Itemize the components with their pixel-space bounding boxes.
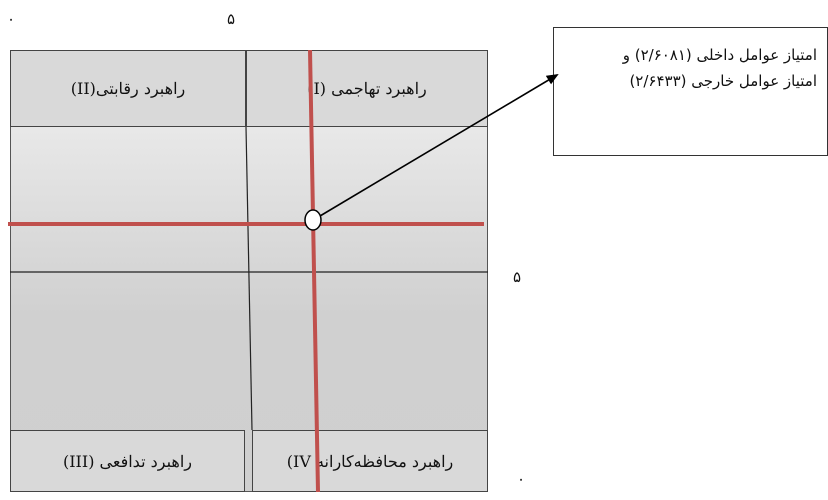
scale-label-top-left: ۰ bbox=[7, 10, 16, 28]
pointer-arrow bbox=[319, 73, 559, 217]
score-note-line-2: امتیاز عوامل خارجی (۲/۶۴۳۳) bbox=[629, 72, 817, 90]
external-axis-vertical bbox=[308, 49, 320, 493]
quadrant-label-conservative: راهبرد محافظه‌کارانه IV) bbox=[252, 430, 488, 492]
position-point bbox=[304, 209, 322, 231]
scale-label-right-middle: ۵ bbox=[513, 268, 522, 286]
scale-label-bottom-right: ۰ bbox=[517, 470, 526, 488]
grid-line-vertical bbox=[245, 126, 253, 431]
quadrant-label-defensive-text: راهبرد تدافعی (III) bbox=[62, 451, 193, 471]
quadrant-label-defensive: راهبرد تدافعی (III) bbox=[10, 430, 245, 492]
score-note-line-1: امتیاز عوامل داخلی (۲/۶۰۸۱) و bbox=[622, 46, 817, 64]
scale-label-top-center: ۵ bbox=[227, 10, 236, 28]
score-note-box: امتیاز عوامل داخلی (۲/۶۰۸۱) و امتیاز عوا… bbox=[553, 27, 828, 156]
quadrant-label-conservative-text: راهبرد محافظه‌کارانه IV) bbox=[286, 451, 454, 471]
quadrant-label-competitive-text: راهبرد رقابتی(II) bbox=[70, 79, 186, 98]
quadrant-label-competitive: راهبرد رقابتی(II) bbox=[10, 50, 246, 127]
